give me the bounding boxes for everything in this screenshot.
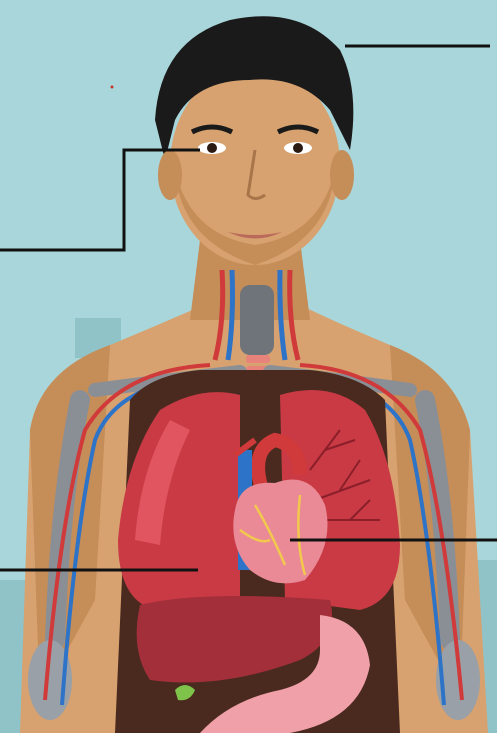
- background-dot: [111, 86, 114, 89]
- right-ear: [330, 150, 354, 200]
- right-pupil: [293, 143, 303, 153]
- left-pupil: [207, 143, 217, 153]
- cervical-spine: [240, 285, 274, 355]
- left-ear: [158, 150, 182, 200]
